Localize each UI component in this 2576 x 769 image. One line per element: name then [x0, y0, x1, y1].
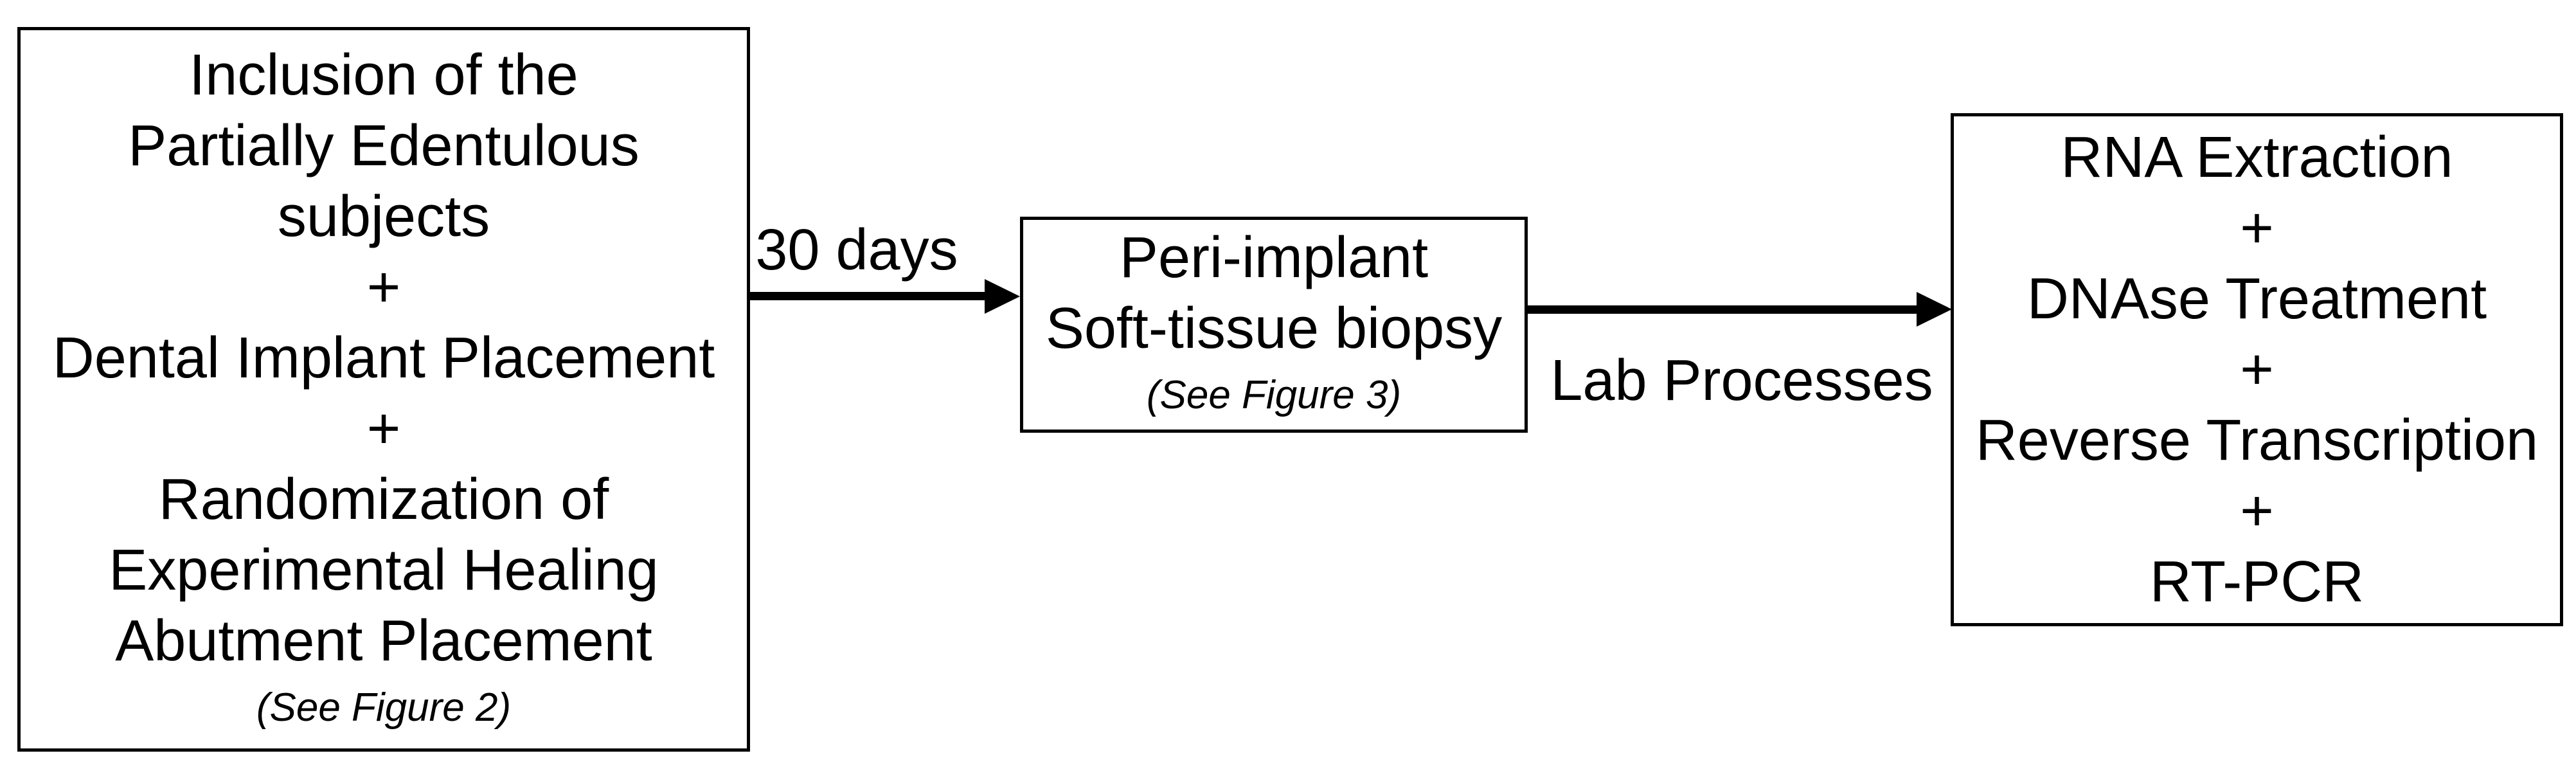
see-figure-3-note: (See Figure 3): [1146, 373, 1402, 417]
arrow-1-shaft: [750, 292, 985, 300]
see-figure-2-note: (See Figure 2): [256, 685, 512, 730]
inclusion-line: subjects: [277, 184, 490, 249]
lab-line: Reverse Transcription: [1975, 408, 2539, 473]
inclusion-line: Partially Edentulous: [128, 113, 640, 178]
inclusion-line: Abutment Placement: [115, 608, 652, 673]
plus-separator: +: [2240, 338, 2274, 402]
biopsy-box: Peri-implant Soft-tissue biopsy (See Fig…: [1020, 217, 1528, 433]
biopsy-line: Peri-implant: [1119, 226, 1429, 290]
arrow-1-head: [985, 279, 1020, 314]
lab-line: DNAse Treatment: [2026, 267, 2487, 331]
arrow-2-shaft: [1528, 305, 1917, 314]
inclusion-line: Experimental Healing: [109, 538, 659, 602]
plus-separator: +: [2240, 479, 2274, 543]
inclusion-box: Inclusion of the Partially Edentulous su…: [17, 27, 750, 752]
plus-separator: +: [366, 255, 401, 320]
arrow-1-label: 30 days: [755, 218, 958, 282]
inclusion-line: Dental Implant Placement: [52, 325, 715, 390]
arrow-2-label: Lab Processes: [1550, 348, 1933, 413]
inclusion-line: Inclusion of the: [189, 42, 578, 107]
biopsy-line: Soft-tissue biopsy: [1045, 296, 1503, 361]
inclusion-line: Randomization of: [158, 467, 609, 532]
lab-line: RNA Extraction: [2061, 125, 2453, 190]
lab-line: RT-PCR: [2149, 550, 2365, 614]
lab-processes-box: RNA Extraction + DNAse Treatment + Rever…: [1951, 113, 2563, 626]
plus-separator: +: [2240, 196, 2274, 260]
plus-separator: +: [366, 396, 401, 461]
arrow-2-head: [1917, 292, 1952, 327]
